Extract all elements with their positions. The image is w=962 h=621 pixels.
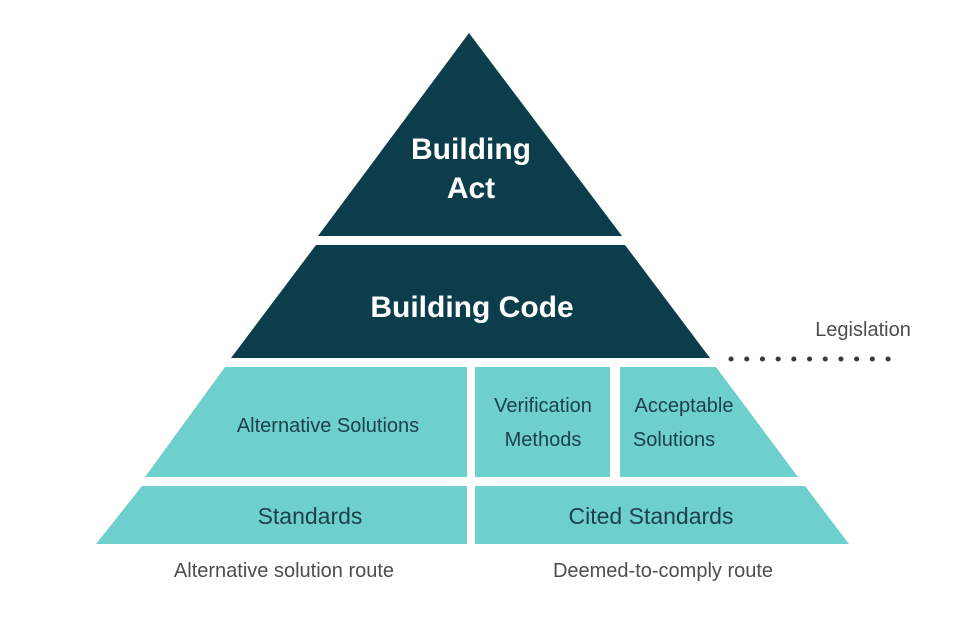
acceptable-solutions-label-line2: Solutions	[633, 429, 715, 451]
building-code-label: Building Code	[370, 291, 573, 324]
building-act-label-line1: Building	[411, 133, 531, 166]
building-act-tier	[318, 33, 622, 236]
acceptable-solutions-tier	[620, 367, 798, 477]
verification-methods-label-line1: Verification	[494, 395, 592, 417]
acceptable-solutions-label-line1: Acceptable	[635, 395, 734, 417]
standards-label: Standards	[258, 503, 363, 529]
alternative-solution-route-label: Alternative solution route	[174, 560, 394, 582]
building-act-label-line2: Act	[447, 172, 495, 205]
verification-methods-tier	[475, 367, 610, 477]
building-code-tier	[231, 245, 710, 358]
legislation-label: Legislation	[815, 319, 911, 341]
alternative-solutions-label: Alternative Solutions	[237, 415, 419, 437]
deemed-to-comply-route-label: Deemed-to-comply route	[553, 560, 773, 582]
cited-standards-label: Cited Standards	[569, 503, 734, 529]
standards-tier	[96, 486, 467, 544]
alternative-solutions-tier	[145, 367, 467, 477]
verification-methods-label-line2: Methods	[505, 429, 582, 451]
cited-standards-tier	[475, 486, 849, 544]
